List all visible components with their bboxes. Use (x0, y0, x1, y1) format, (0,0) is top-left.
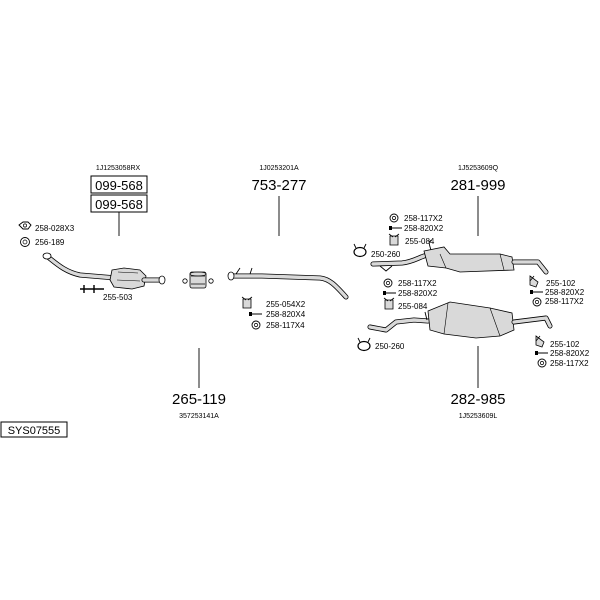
washer-icon (537, 358, 547, 368)
rubber-mount-icon (241, 296, 253, 309)
bolt-icon (383, 291, 396, 295)
clamp-ring-icon (353, 243, 367, 258)
rear-lower-part-label-5[interactable]: 258-117X2 (550, 359, 589, 368)
front-part-label-bracket[interactable]: 255-503 (103, 293, 133, 302)
bolt-icon (535, 351, 548, 355)
gasket-icon (20, 237, 30, 247)
rear-upper-part-label-4[interactable]: 250-260 (371, 250, 401, 259)
hanger-icon (535, 335, 545, 348)
hanger-icon (529, 275, 539, 288)
clamp-part-number[interactable]: 265-119 (172, 391, 226, 408)
pipe-clamp (182, 271, 214, 289)
washer-icon (389, 213, 399, 223)
rear-lower-oem-number: 1J5253609L (459, 413, 498, 420)
rear-lower-part-label-4[interactable]: 258-820X2 (550, 349, 590, 358)
rear-upper-part-number[interactable]: 281-999 (450, 177, 505, 194)
rear-upper-part-label-5[interactable]: 258-117X2 (398, 279, 437, 288)
washer-icon (532, 297, 542, 307)
front-part-label-gasket[interactable]: 256-189 (35, 238, 65, 247)
washer-icon (251, 320, 261, 330)
bolt-icon (530, 290, 543, 294)
nut-icon (18, 221, 32, 230)
front-part-box-1 (90, 175, 148, 194)
clamp-ring-icon (357, 337, 371, 352)
rear-lower-part-label-2[interactable]: 250-260 (375, 342, 405, 351)
rear-lower-part-label-1[interactable]: 255-084 (398, 302, 428, 311)
middle-pipe (227, 267, 349, 300)
washer-icon (383, 278, 393, 288)
rear-upper-part-label-9[interactable]: 258-117X2 (545, 297, 584, 306)
rear-lower-part-number[interactable]: 282-985 (450, 391, 505, 408)
rear-upper-part-label-3[interactable]: 255-084 (405, 237, 435, 246)
front-pipe-catalytic-converter (42, 252, 166, 290)
front-part-label-nut[interactable]: 258-028X3 (35, 224, 75, 233)
middle-part-label-mount[interactable]: 255-054X2 (266, 300, 306, 309)
rear-upper-part-label-8[interactable]: 258-820X2 (545, 288, 585, 297)
bolt-icon (389, 226, 402, 230)
middle-part-label-bolt[interactable]: 258-820X4 (266, 310, 306, 319)
front-oem-number: 1J1253058RX (96, 165, 141, 172)
rear-lower-muffler (367, 301, 553, 339)
rear-upper-muffler (370, 239, 549, 275)
rear-lower-part-label-3[interactable]: 255-102 (550, 340, 580, 349)
middle-part-label-washer[interactable]: 258-117X4 (266, 321, 305, 330)
bracket-icon (80, 285, 104, 293)
rear-upper-part-label-2[interactable]: 258-820X2 (404, 224, 444, 233)
rubber-mount-icon (388, 233, 400, 246)
rubber-mount-icon (383, 297, 395, 310)
rear-upper-part-label-1[interactable]: 258-117X2 (404, 214, 443, 223)
assembly-code: SYS07555 (8, 425, 61, 437)
front-part-number-2[interactable]: 099-568 (95, 197, 143, 212)
rear-upper-oem-number: 1J5253609Q (458, 165, 499, 172)
bolt-icon (249, 312, 262, 316)
rear-upper-part-label-6[interactable]: 258-820X2 (398, 289, 438, 298)
assembly-code-box (0, 421, 68, 438)
middle-part-number[interactable]: 753-277 (251, 177, 306, 194)
middle-oem-number: 1J0253201A (259, 165, 299, 172)
front-part-number-1[interactable]: 099-568 (95, 178, 143, 193)
clamp-oem-number: 357253141A (179, 413, 219, 420)
rear-upper-part-label-7[interactable]: 255-102 (546, 279, 576, 288)
